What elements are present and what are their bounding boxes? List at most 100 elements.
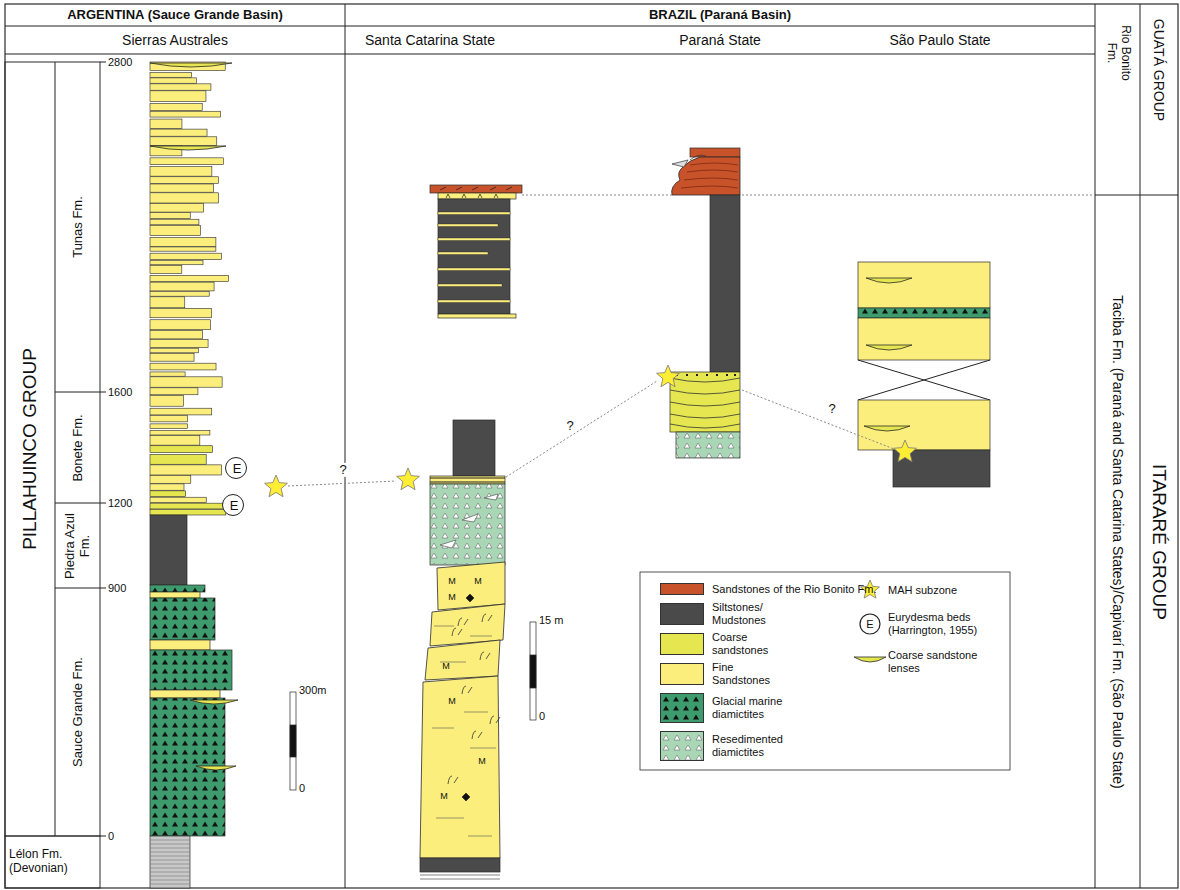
- correlation-line: [288, 481, 396, 486]
- sandstone-bed: [150, 193, 218, 203]
- sandstone-bed: [150, 497, 206, 502]
- shale-lamina: [150, 880, 190, 881]
- cross-lamination: [456, 187, 462, 190]
- shale-lamina: [150, 844, 190, 845]
- cross-lamination: [472, 187, 478, 190]
- sandstone-stringer: [438, 252, 488, 255]
- sandstone-bed: [150, 247, 216, 251]
- shale-lamina: [150, 868, 190, 869]
- question-mark: ?: [337, 463, 348, 477]
- sandstone-bed: [150, 377, 222, 387]
- grain-dot: [716, 374, 718, 376]
- swatch-pattern: [661, 732, 704, 761]
- swatch-pattern: [661, 694, 704, 723]
- scale-tick: [100, 62, 106, 63]
- rio-bonito-sandstone: [672, 157, 740, 195]
- node-text: PILLAHUINCO GROUP: [19, 66, 41, 832]
- formation-cell: Taciba Fm. (Paraná and Santa Catarina St…: [1095, 195, 1140, 888]
- sandstone-bed: [150, 219, 199, 225]
- coarse-grain-mark: [478, 194, 482, 198]
- sandstone-bed: [150, 476, 191, 484]
- scale-value: 0: [108, 830, 114, 842]
- grid-line: [55, 588, 100, 589]
- node-text: Paraná State: [602, 32, 838, 48]
- sandstone-bed: [150, 424, 188, 429]
- legend-symbol-letter: E: [866, 618, 873, 630]
- sandstone-bed: [438, 193, 516, 199]
- glacial-diamictite: [858, 308, 990, 318]
- scale-tick: [100, 836, 106, 837]
- coarse-grain-mark: [494, 194, 498, 198]
- lelon-shale: [150, 836, 190, 888]
- sandstone-bed: [150, 348, 198, 353]
- node-text: Tunas Fm.: [70, 66, 85, 388]
- bedding-line: [684, 178, 738, 180]
- sandstone-stringer: [438, 224, 498, 227]
- legend-text: Siltstones/ Mudstones: [712, 601, 792, 626]
- scale-value: 2800: [108, 56, 132, 68]
- sandstone-bed: [150, 297, 185, 308]
- scale-value: 900: [108, 582, 126, 594]
- sandstone-stringer: [438, 212, 510, 215]
- sandstone-bed: [150, 167, 212, 176]
- legend-text: Fine Sandstones: [712, 661, 782, 686]
- clast: [462, 514, 478, 522]
- nodule-symbol: [466, 594, 474, 602]
- sandstone-lens: [150, 63, 232, 67]
- legend-text: Glacial marine diamictites: [712, 695, 804, 720]
- sandstone-bed: [150, 353, 194, 361]
- sandstone-bed: [150, 308, 212, 317]
- sandstone-bed: [150, 454, 206, 464]
- sandstone-bed: [150, 204, 204, 212]
- sandstone-stringer: [438, 284, 502, 287]
- lamina: [430, 481, 505, 482]
- sandstone-bed: [150, 275, 229, 281]
- node-text: Piedra Azul Fm.: [63, 507, 93, 584]
- grid-line: [5, 54, 1095, 55]
- scale-tick: [100, 588, 106, 589]
- shale-lamina: [150, 856, 190, 857]
- lamina: [434, 626, 454, 627]
- sandstone-bed: [150, 177, 218, 184]
- legend-box: [640, 572, 1010, 770]
- grid-line: [345, 4, 346, 888]
- sandstone-lens: [150, 146, 226, 150]
- node-text: Lélon Fm. (Devonian): [9, 848, 77, 876]
- mudstone: [453, 420, 495, 476]
- formation-box: Lélon Fm. (Devonian): [5, 836, 100, 888]
- lens-outline: [670, 378, 740, 382]
- group-band-outline: [5, 62, 100, 836]
- bedding-line: [681, 186, 738, 188]
- bedding-line: [690, 163, 738, 165]
- group-cell: ITARARÉ GROUP: [1140, 195, 1178, 888]
- swatch-pattern-fill: [661, 694, 704, 723]
- sandstone-bed: [150, 430, 210, 435]
- sandstone-bed: [150, 84, 211, 90]
- sandstone-bed: [150, 265, 182, 273]
- cross-lamination: [440, 187, 446, 190]
- grain-dot: [686, 374, 688, 376]
- laminated-bed: [430, 476, 505, 484]
- formation-band: Bonete Fm.: [55, 392, 100, 503]
- sandstone-bed: [150, 510, 226, 515]
- sandstone-stringer: [438, 268, 510, 271]
- mudstone: [438, 199, 510, 314]
- lamina: [468, 836, 492, 837]
- grid-line: [55, 392, 100, 393]
- ripple-symbol: [458, 618, 468, 626]
- node-text: E: [225, 499, 243, 514]
- glacial-diamictite: [150, 585, 205, 592]
- grain-dot: [734, 374, 736, 376]
- legend-circle: [860, 614, 880, 634]
- glacial-diamictite: [150, 650, 232, 690]
- sandstone-bed: [150, 395, 183, 406]
- lithology-symbol: M: [474, 577, 482, 587]
- sandstone-bed: [150, 73, 191, 78]
- scale-bar-label: 300m: [299, 684, 327, 696]
- sandstone-bed: [150, 253, 221, 259]
- sandstone-bed: [150, 416, 187, 422]
- lithology-symbol: M: [448, 593, 456, 603]
- shale-lamina: [150, 860, 190, 861]
- question-mark: ?: [564, 419, 575, 433]
